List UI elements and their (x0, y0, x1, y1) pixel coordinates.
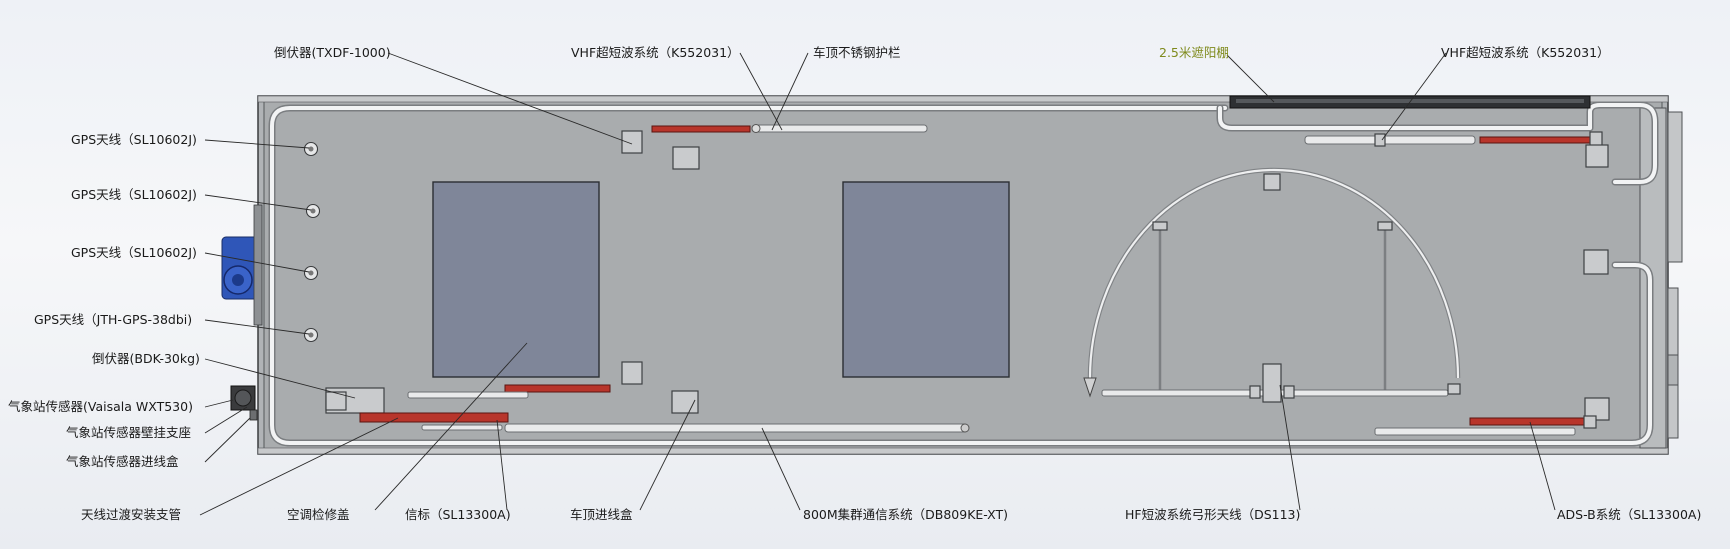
right-bracket (1583, 249, 1609, 275)
leader-lines (199, 52, 1556, 516)
label-weather-sensor: 气象站传感器(Vaisala WXT530) (8, 399, 193, 414)
label-weather-box: 气象站传感器进线盒 (66, 454, 179, 469)
labels: 倒伏器(TXDF-1000) VHF超短波系统（K552031） 车顶不锈钢护栏… (8, 45, 1701, 522)
ac-panel-left (432, 181, 600, 378)
label-antenna-pipe: 天线过渡安装支管 (81, 507, 181, 522)
label-roof-box: 车顶进线盒 (570, 507, 633, 522)
label-adsb: ADS-B系统（SL13300A) (1557, 507, 1701, 522)
label-inverter-txdf: 倒伏器(TXDF-1000) (274, 45, 391, 60)
label-inverter-bdk: 倒伏器(BDK-30kg) (92, 351, 200, 366)
label-trunking-800m: 800M集群通信系统（DB809KE-XT) (803, 507, 1008, 522)
label-awning: 2.5米遮阳棚 (1159, 45, 1229, 60)
ac-panel-right (842, 181, 1010, 378)
label-beacon: 信标（SL13300A) (405, 507, 511, 522)
adsb-assembly (1374, 397, 1610, 436)
label-ac-cover: 空调检修盖 (287, 507, 350, 522)
roof-guardrail (268, 101, 1659, 447)
label-gps-1: GPS天线（SL10602J) (71, 132, 197, 147)
label-gps-3: GPS天线（SL10602J) (71, 245, 197, 260)
vhf-right-assembly (1304, 131, 1609, 168)
label-roof-rail: 车顶不锈钢护栏 (813, 45, 901, 60)
mid-left-components (325, 361, 970, 433)
label-weather-mount: 气象站传感器壁挂支座 (66, 425, 191, 440)
blue-motor-unit (221, 204, 263, 326)
label-vhf-right: VHF超短波系统（K552031） (1441, 45, 1610, 60)
label-vhf-left: VHF超短波系统（K552031） (571, 45, 740, 60)
label-hf-arch: HF短波系统弓形天线（DS113) (1125, 507, 1300, 522)
label-gps-4: GPS天线（JTH-GPS-38dbi) (34, 312, 192, 327)
weather-sensor (230, 385, 258, 421)
hf-arch-antenna (1083, 167, 1461, 403)
label-gps-2: GPS天线（SL10602J) (71, 187, 197, 202)
vhf-left-assembly (621, 124, 928, 170)
gps-antennas (303, 141, 321, 343)
